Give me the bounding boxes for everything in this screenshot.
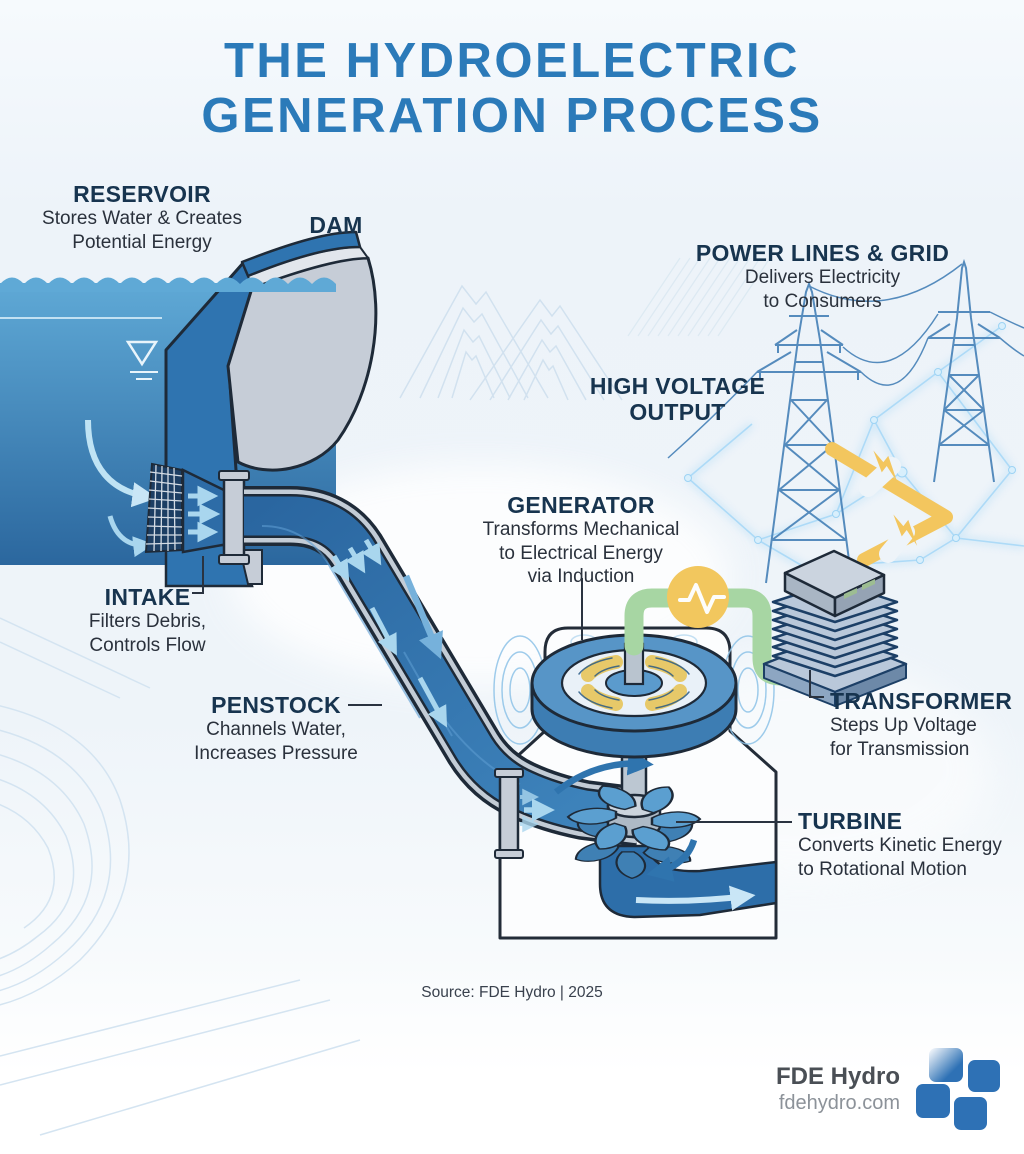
transformer-desc-line: for Transmission	[830, 738, 970, 760]
transformer-unit	[762, 549, 908, 707]
power-wires	[667, 263, 1024, 459]
logo-mark	[916, 1048, 1000, 1130]
label-penstock: PENSTOCK Channels Water, Increases Press…	[180, 692, 372, 765]
high-voltage-ribbon	[825, 442, 953, 567]
title-line-1: THE HYDROELECTRIC	[223, 34, 801, 88]
stator-coils	[578, 655, 690, 711]
label-dam: DAM	[286, 212, 386, 238]
turbine-desc-line: to Rotational Motion	[798, 858, 967, 880]
intake-flow-arrows	[188, 485, 221, 543]
contour-lines-decoration	[0, 617, 361, 1136]
trash-rack	[144, 462, 183, 554]
penstock-heading: PENSTOCK	[211, 692, 341, 718]
label-reservoir: RESERVOIR Stores Water & Creates Potenti…	[22, 181, 262, 254]
high-voltage-line-1: HIGH VOLTAGE	[589, 373, 766, 399]
brand-website: fdehydro.com	[778, 1091, 900, 1114]
grid-network-glow	[684, 322, 1024, 572]
generator-desc-line: Transforms Mechanical	[482, 519, 680, 541]
label-connectors	[192, 556, 824, 823]
turbine-runner	[553, 740, 702, 882]
water-wave-crests	[0, 277, 336, 292]
generator-desc-line: to Electrical Energy	[499, 542, 663, 564]
penstock-desc-line: Channels Water,	[206, 719, 346, 741]
transformer-lid	[783, 549, 886, 618]
turbine-desc-line: Converts Kinetic Energy	[798, 835, 1002, 857]
dam-heading: DAM	[309, 212, 363, 238]
label-transformer: TRANSFORMER Steps Up Voltage for Transmi…	[830, 688, 1015, 761]
penstock-flow-arrows	[329, 538, 555, 833]
intake-desc-line: Filters Debris,	[88, 611, 207, 633]
power-tower-icon	[667, 258, 1024, 584]
label-high-voltage: HIGH VOLTAGE OUTPUT	[575, 373, 780, 426]
turbine-heading: TURBINE	[798, 808, 903, 834]
power-lines-desc-line: Delivers Electricity	[744, 267, 901, 289]
footer-brand-block: FDE Hydro fdehydro.com	[776, 1048, 1002, 1132]
power-lines-desc-line: to Consumers	[763, 290, 882, 312]
source-note: Source: FDE Hydro | 2025	[421, 984, 603, 1001]
reservoir-desc-line: Potential Energy	[72, 231, 212, 253]
reservoir-desc-line: Stores Water & Creates	[42, 208, 242, 230]
generator-heading: GENERATOR	[507, 492, 655, 518]
inflow-arrow	[107, 515, 155, 558]
rotation-arrows	[553, 749, 698, 882]
label-generator: GENERATOR Transforms Mechanical to Elect…	[455, 492, 707, 588]
tower-near	[756, 281, 862, 584]
reservoir-heading: RESERVOIR	[73, 181, 211, 207]
title-line-2: GENERATION PROCESS	[201, 88, 823, 143]
penstock-desc-line: Increases Pressure	[194, 742, 358, 764]
brand-name: FDE Hydro	[775, 1063, 900, 1091]
intake-structure	[144, 462, 263, 588]
power-lines-heading: POWER LINES & GRID	[695, 240, 950, 266]
high-voltage-line-2: OUTPUT	[629, 399, 726, 426]
page-title: THE HYDROELECTRIC GENERATION PROCESS	[0, 34, 1024, 144]
label-intake: INTAKE Filters Debris, Controls Flow	[55, 584, 240, 657]
hatch-lines-decoration	[627, 257, 771, 337]
transformer-heading: TRANSFORMER	[830, 688, 1013, 714]
label-turbine: TURBINE Converts Kinetic Energy to Rotat…	[798, 808, 1020, 881]
intake-desc-line: Controls Flow	[89, 634, 206, 656]
penstock-pipe	[244, 516, 640, 859]
tower-far	[927, 258, 1001, 483]
water-level-icon	[125, 340, 159, 380]
mountains-decoration	[399, 284, 623, 401]
label-power-lines: POWER LINES & GRID Delivers Electricity …	[690, 240, 955, 313]
intake-heading: INTAKE	[104, 584, 191, 610]
inflow-arrow	[85, 419, 158, 508]
waveform-icon	[667, 566, 729, 628]
generator-desc-line: via Induction	[527, 565, 635, 587]
transformer-desc-line: Steps Up Voltage	[830, 715, 977, 737]
